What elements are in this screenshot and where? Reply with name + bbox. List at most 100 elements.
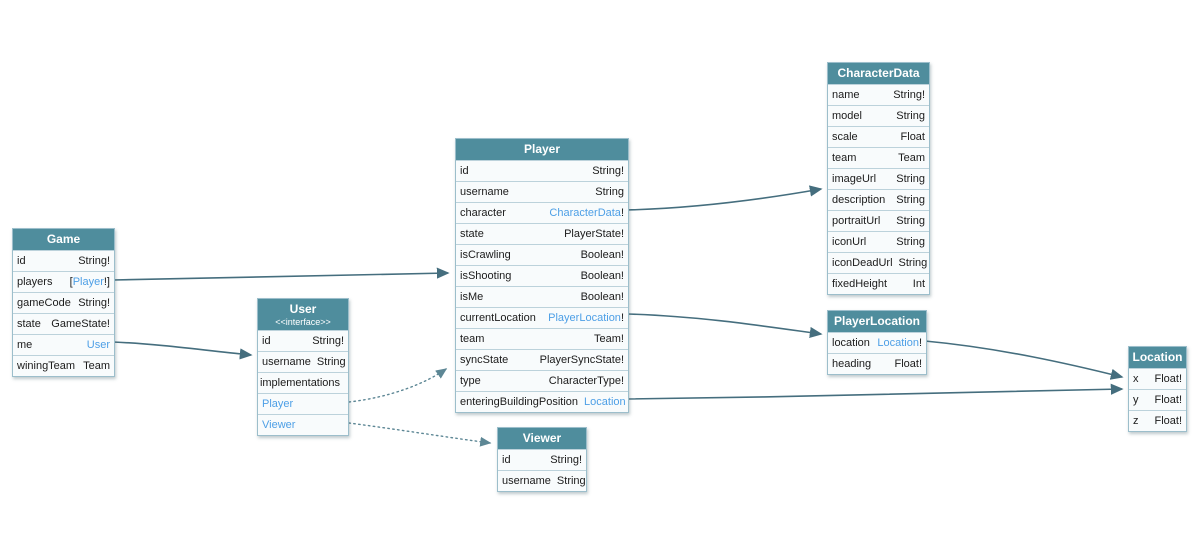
field-name: scale: [832, 131, 858, 143]
table-title: PlayerLocation: [833, 314, 921, 328]
field-type: PlayerSyncState!: [539, 354, 624, 366]
type-link[interactable]: User: [86, 339, 110, 351]
field-type: String: [896, 215, 925, 227]
field-name: gameCode: [17, 297, 71, 309]
table-header-Player[interactable]: Player: [456, 139, 628, 160]
edge-User.Player-to-Player: [348, 368, 448, 403]
field-row-CharacterData-description[interactable]: description String: [828, 189, 929, 210]
type-wrap: !: [620, 207, 624, 219]
field-name: type: [460, 375, 481, 387]
type-link[interactable]: CharacterData: [549, 207, 621, 219]
field-type: String: [595, 186, 624, 198]
field-name: state: [460, 228, 484, 240]
field-type: Int: [912, 278, 925, 290]
field-type: Float!: [1154, 394, 1182, 406]
field-row-User-Player[interactable]: Player: [258, 393, 348, 414]
field-row-User-Viewer[interactable]: Viewer: [258, 414, 348, 435]
field-name: heading: [832, 358, 872, 370]
field-row-Game-players[interactable]: players[Player!]: [13, 271, 114, 292]
edge-Game.players-to-Player: [112, 267, 450, 281]
field-name: z: [1133, 415, 1139, 427]
table-header-CharacterData[interactable]: CharacterData: [828, 63, 929, 84]
field-name: isCrawling: [460, 249, 511, 261]
type-link[interactable]: PlayerLocation: [548, 312, 621, 324]
table-header-Location[interactable]: Location: [1129, 347, 1186, 368]
type-wrap: !: [918, 337, 922, 349]
field-name: state: [17, 318, 41, 330]
field-type: CharacterData!: [549, 203, 624, 223]
type-link[interactable]: Player: [262, 398, 294, 410]
field-type: Boolean!: [580, 291, 624, 303]
field-type: GameState!: [51, 318, 110, 330]
field-type: Float!: [1154, 415, 1182, 427]
field-type: String: [898, 257, 928, 269]
edge-Player.currentLocation-to-PlayerLocation: [626, 313, 823, 339]
field-type: String: [896, 110, 925, 122]
field-type: String!: [893, 89, 925, 101]
type-link[interactable]: Viewer: [262, 419, 296, 431]
table-title: Viewer: [522, 431, 562, 445]
table-header-Game[interactable]: Game: [13, 229, 114, 250]
field-name: id: [502, 454, 511, 466]
field-row-Player-enteringBuildingPosition[interactable]: enteringBuildingPosition Location: [456, 391, 628, 412]
table-title: User: [289, 302, 317, 316]
field-row-Game-state[interactable]: state GameState!: [13, 313, 114, 334]
table-header-PlayerLocation[interactable]: PlayerLocation: [828, 311, 926, 332]
field-row-CharacterData-model[interactable]: model String: [828, 105, 929, 126]
field-name: winingTeam: [17, 360, 76, 372]
field-type: String!: [78, 255, 110, 267]
type-link[interactable]: Player: [72, 276, 104, 288]
field-name: enteringBuildingPosition: [460, 396, 579, 408]
type-link[interactable]: Location: [877, 337, 919, 349]
field-type: Team: [898, 152, 925, 164]
field-row-Location-z[interactable]: z Float!: [1129, 410, 1186, 431]
field-name: description: [832, 194, 886, 206]
type-link[interactable]: Location: [584, 396, 626, 408]
field-name: character: [460, 207, 506, 219]
field-type: String: [896, 173, 925, 185]
field-name: currentLocation: [460, 312, 536, 324]
field-row-PlayerLocation-location[interactable]: location Location!: [828, 332, 926, 353]
table-header-Viewer[interactable]: Viewer: [498, 428, 586, 449]
field-row-User-implementations[interactable]: implementations: [258, 372, 348, 393]
field-row-Player-character[interactable]: character CharacterData!: [456, 202, 628, 223]
edge-Player.enteringBuildingPosition-to-Location: [626, 383, 1124, 400]
field-type: Team!: [594, 333, 624, 345]
table-header-User[interactable]: User<<interface>>: [258, 299, 348, 330]
field-name: location: [832, 337, 870, 349]
field-name: model: [832, 110, 862, 122]
field-type: String: [896, 194, 925, 206]
table-title: Player: [523, 142, 561, 156]
